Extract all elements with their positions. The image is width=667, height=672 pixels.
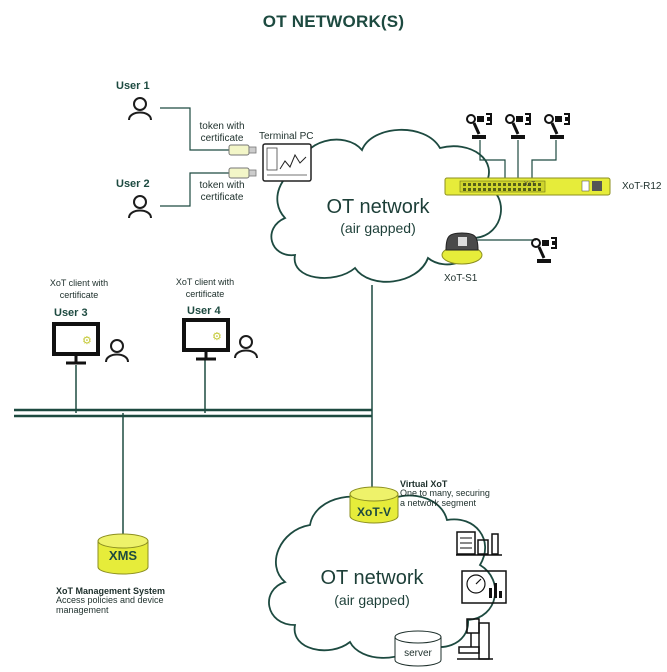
- network-bus: [14, 408, 372, 418]
- user-1-label: User 1: [116, 80, 150, 92]
- xot-r12-device: [444, 177, 611, 196]
- usb-token-icon: [228, 167, 257, 179]
- server-label: server: [404, 648, 432, 659]
- cloud-top-title: OT network: [326, 196, 430, 218]
- usb-token-icon: [228, 144, 257, 156]
- user-3-label: User 3: [54, 307, 88, 319]
- xot-s1-label: XoT-S1: [444, 273, 478, 284]
- token-connections: [160, 107, 230, 207]
- svg-text:⚙: ⚙: [212, 330, 222, 343]
- virtual-xot-title: Virtual XoT: [400, 479, 448, 489]
- token-label-2: token with certificate: [199, 180, 245, 203]
- user-icon: [105, 339, 129, 363]
- terminal-pc-label: Terminal PC: [259, 131, 314, 142]
- client-label-4: XoT client with certificate: [175, 277, 235, 299]
- virtual-xot-desc: One to many, securing a network segment: [400, 488, 490, 508]
- bus-connections: [75, 285, 373, 535]
- xms-desc: Access policies and device management: [56, 595, 164, 615]
- user-icon: [128, 195, 152, 219]
- cloud-bottom-title: OT network: [320, 567, 424, 589]
- page-title: OT NETWORK(S): [262, 12, 405, 31]
- gauge-dashboard-icon: [461, 570, 507, 604]
- cloud-bottom-subtitle: (air gapped): [334, 592, 410, 608]
- xms-title: XoT Management System: [56, 586, 166, 596]
- monitor-icon: ⚙: [52, 322, 100, 365]
- robot-arm-icon: [505, 113, 531, 139]
- user-4-label: User 4: [187, 305, 221, 317]
- robot-arm-icon: [466, 113, 492, 139]
- robot-arm-icon: [531, 237, 557, 263]
- user-icon: [128, 97, 152, 121]
- client-label-3: XoT client with certificate: [49, 278, 109, 300]
- user-icon: [234, 335, 258, 359]
- xms-cylinder: [97, 533, 149, 575]
- xot-v-label: XoT-V: [356, 505, 391, 519]
- token-label-1: token with certificate: [199, 121, 245, 144]
- robot-connections: [470, 140, 557, 241]
- xot-r12-label: XoT-R12: [622, 181, 662, 192]
- robot-arm-icon: [544, 113, 570, 139]
- xot-v-cylinder: [349, 486, 399, 524]
- xms-label: XMS: [108, 548, 138, 563]
- cloud-top-subtitle: (air gapped): [340, 220, 416, 236]
- svg-text:⚙: ⚙: [82, 334, 92, 347]
- industrial-machine-icon: [457, 618, 493, 660]
- user-2-label: User 2: [116, 178, 150, 190]
- machine-icon: [456, 531, 502, 556]
- rack-brand: XoT: [524, 182, 536, 188]
- terminal-pc-icon: [262, 143, 312, 182]
- server-cylinder: [394, 630, 442, 667]
- monitor-icon: ⚙: [182, 318, 230, 361]
- cloud-bottom: [268, 494, 497, 659]
- xot-s1-device: [441, 232, 483, 265]
